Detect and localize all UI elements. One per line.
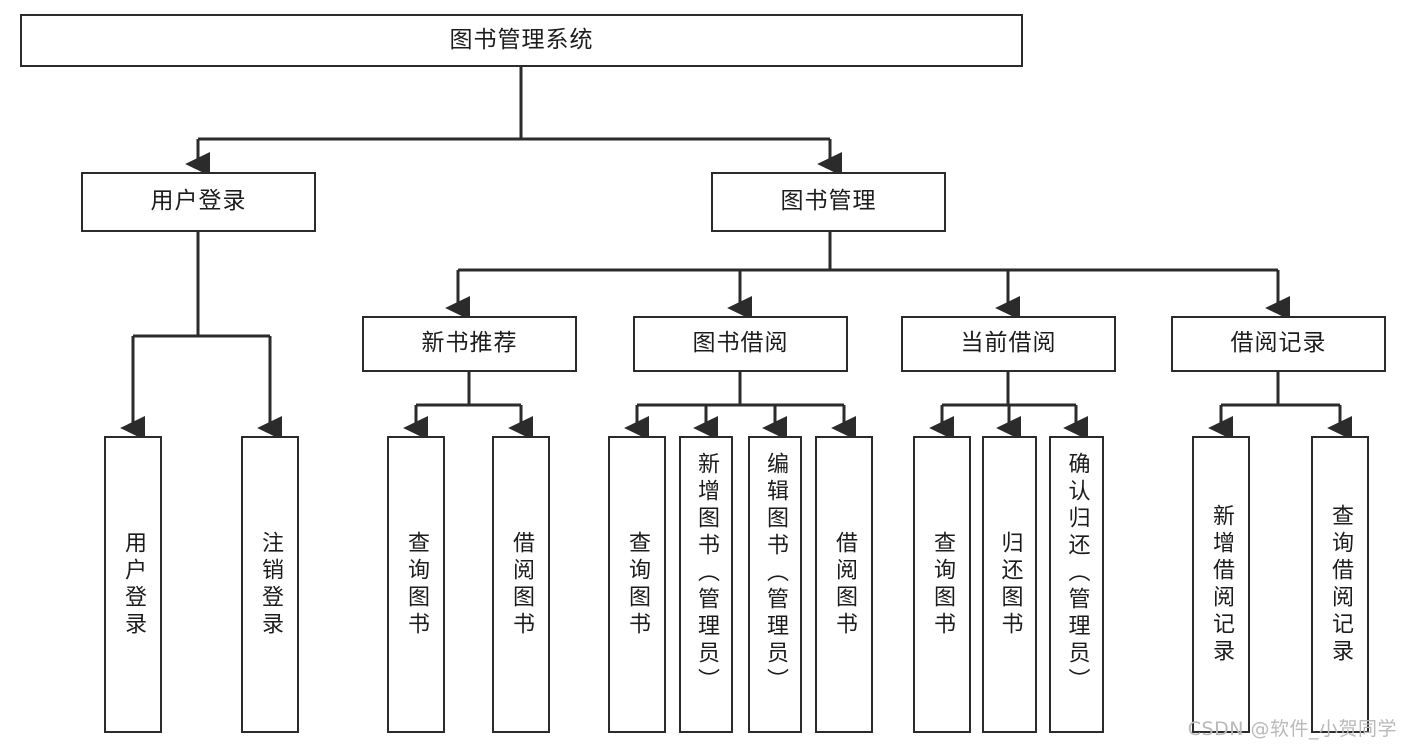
node-new-book-recommend-label: 新书推荐 (421, 330, 518, 357)
node-book-borrow-label: 图书借阅 (692, 330, 789, 357)
node-book-management-label: 图书管理 (780, 188, 877, 215)
node-leaf-confirm-return-label: 确认归还（管理员） (1064, 452, 1090, 695)
node-leaf-add-book-label: 新增图书（管理员） (693, 452, 719, 695)
node-leaf-return-book[interactable]: 归还图书 (982, 436, 1037, 733)
watermark-text: CSDN @软件_小贺同学 (1187, 718, 1397, 740)
node-leaf-query-book-1[interactable]: 查询图书 (387, 436, 445, 733)
node-leaf-query-book-2-label: 查询图书 (624, 530, 650, 639)
node-leaf-logout-login[interactable]: 注销登录 (241, 436, 299, 733)
node-leaf-edit-book[interactable]: 编辑图书（管理员） (748, 436, 802, 733)
node-leaf-add-record[interactable]: 新增借阅记录 (1192, 436, 1250, 733)
node-leaf-add-record-label: 新增借阅记录 (1208, 503, 1234, 666)
node-current-borrow[interactable]: 当前借阅 (901, 316, 1116, 372)
node-leaf-logout-login-label: 注销登录 (257, 530, 283, 639)
node-new-book-recommend[interactable]: 新书推荐 (362, 316, 577, 372)
node-user-login-label: 用户登录 (150, 188, 247, 215)
node-current-borrow-label: 当前借阅 (960, 330, 1057, 357)
node-leaf-query-book-1-label: 查询图书 (403, 530, 429, 639)
node-root-label: 图书管理系统 (449, 26, 594, 53)
node-leaf-return-book-label: 归还图书 (997, 530, 1023, 639)
node-leaf-add-book[interactable]: 新增图书（管理员） (679, 436, 733, 733)
node-leaf-borrow-book-2-label: 借阅图书 (831, 530, 857, 639)
node-leaf-borrow-book-1-label: 借阅图书 (508, 530, 534, 639)
node-leaf-query-book-3[interactable]: 查询图书 (913, 436, 971, 733)
node-leaf-user-login-label: 用户登录 (120, 530, 146, 639)
node-leaf-borrow-book-1[interactable]: 借阅图书 (492, 436, 550, 733)
node-leaf-confirm-return[interactable]: 确认归还（管理员） (1049, 436, 1104, 733)
node-leaf-borrow-book-2[interactable]: 借阅图书 (815, 436, 873, 733)
node-leaf-query-book-2[interactable]: 查询图书 (608, 436, 666, 733)
node-borrow-record[interactable]: 借阅记录 (1171, 316, 1386, 372)
node-book-borrow[interactable]: 图书借阅 (633, 316, 848, 372)
node-leaf-edit-book-label: 编辑图书（管理员） (762, 452, 788, 695)
node-leaf-query-book-3-label: 查询图书 (929, 530, 955, 639)
node-leaf-user-login[interactable]: 用户登录 (104, 436, 162, 733)
node-root[interactable]: 图书管理系统 (20, 14, 1023, 67)
node-leaf-query-record-label: 查询借阅记录 (1327, 503, 1353, 666)
node-leaf-query-record[interactable]: 查询借阅记录 (1311, 436, 1369, 733)
node-borrow-record-label: 借阅记录 (1230, 330, 1327, 357)
node-user-login[interactable]: 用户登录 (81, 172, 316, 232)
node-book-management[interactable]: 图书管理 (711, 172, 946, 232)
